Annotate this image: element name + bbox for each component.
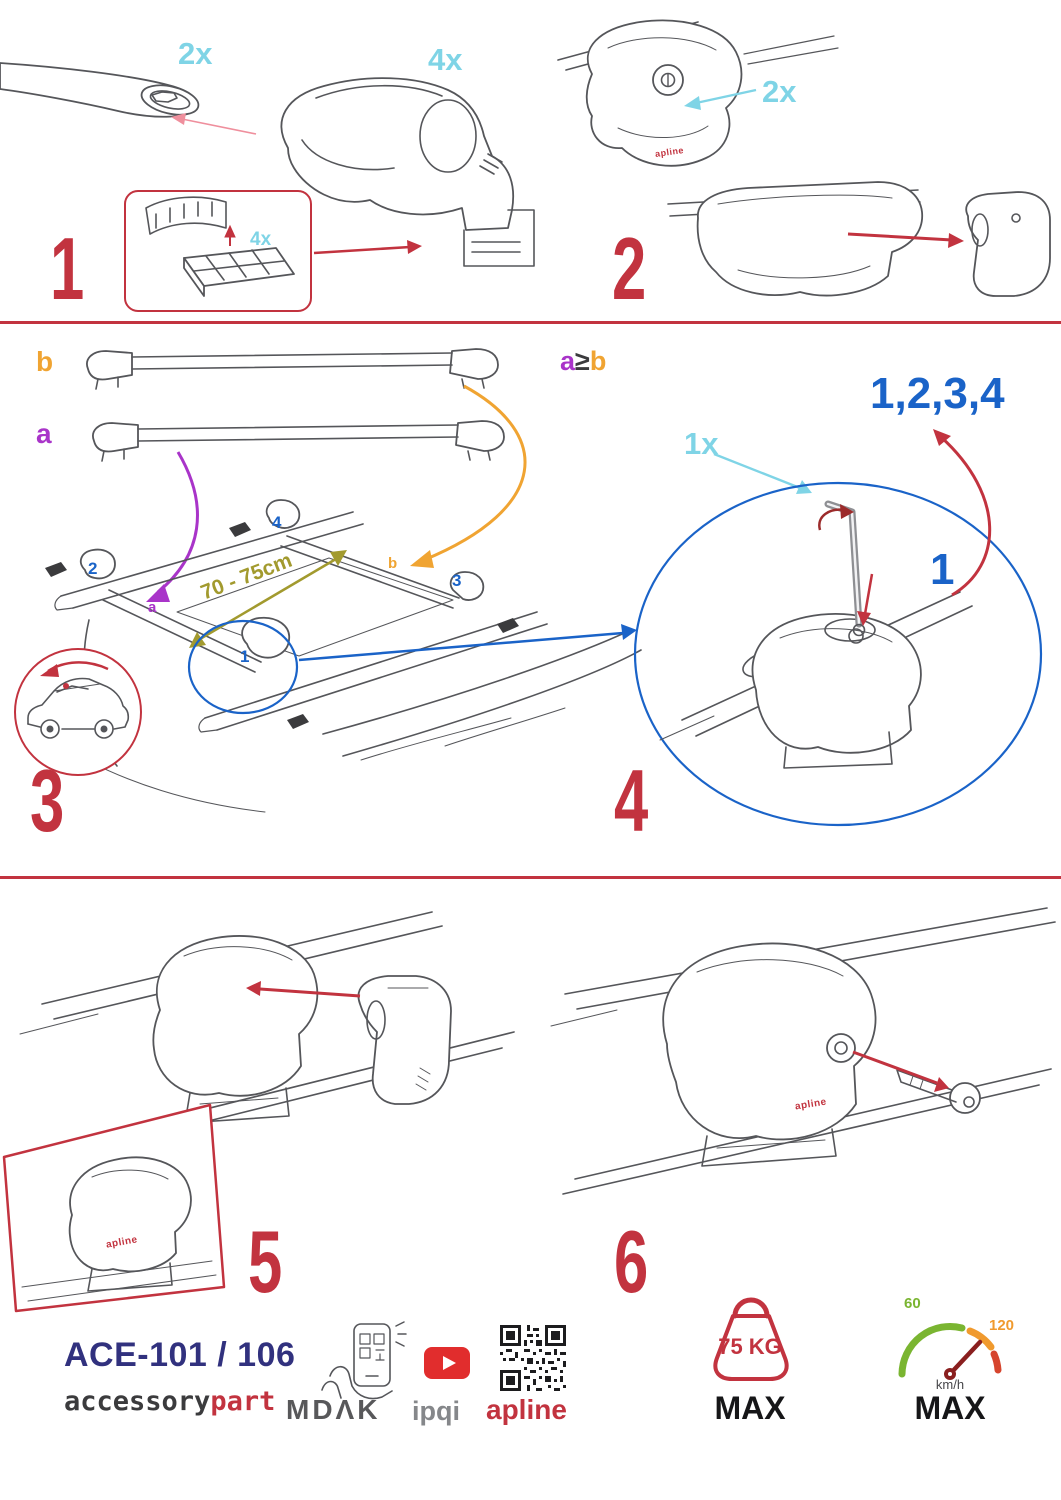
gauge-low-label: 60 [904, 1295, 921, 1312]
gauge-unit-label: km/h [935, 1377, 965, 1392]
tighten-down-arrow [857, 573, 874, 626]
roof-position-1: 1 [240, 647, 250, 666]
roof-bar-b-tag: b [388, 555, 398, 572]
forward-arrow [40, 661, 109, 677]
brand-accessory: accessory [64, 1386, 211, 1417]
rule-a: a [560, 346, 576, 376]
weight-limit-icon [713, 1297, 789, 1381]
tool-arrow [713, 452, 812, 494]
span-rule-label: a≥b [560, 348, 606, 375]
upper-foot-with-lock [557, 19, 839, 167]
car-direction-drawing [27, 661, 130, 739]
gauge-high-label: 120 [989, 1317, 1015, 1334]
apline-logo: apline [486, 1394, 567, 1425]
lock-qty-arrow [684, 88, 757, 110]
lower-foot-endcap [667, 181, 1051, 297]
finished-foot-inset [2, 1103, 226, 1313]
speed-limit-gauge-icon [898, 1322, 1002, 1380]
foot-clamp-drawing [280, 77, 535, 267]
zoom-foot-drawing [659, 591, 973, 769]
pad-qty-label: 4x [250, 229, 272, 250]
lock-assembly-drawing [557, 19, 1051, 297]
section-divider-2 [0, 876, 1061, 879]
section-divider-1 [0, 321, 1061, 324]
zoom-detail-drawing [633, 481, 1043, 827]
zoom-circle [633, 481, 1043, 827]
cover-install-drawing [19, 911, 515, 1161]
lock-cylinder-icon [652, 64, 684, 96]
key-insert-arrow [852, 1050, 949, 1092]
crossbar-qty-label: 2x [178, 36, 213, 71]
weight-limit-value: 75 KG [718, 1334, 782, 1359]
pad-to-foot-arrow [313, 240, 422, 255]
weight-max-label: MAX [714, 1390, 786, 1426]
car-direction-inset [14, 648, 142, 776]
pad-inset-box: 4x [124, 190, 312, 312]
roof-position-3: 3 [452, 571, 462, 590]
pad-inset-drawing [145, 196, 295, 297]
product-code: ACE-101 / 106 [64, 1336, 296, 1374]
foot-highlight-circle [187, 619, 299, 715]
roof-overview-drawing [45, 499, 642, 813]
step-5-number: 5 [248, 1212, 283, 1311]
span-dimension-arrow [189, 550, 347, 648]
bar-a-drawing [92, 420, 505, 462]
rubber-pad [183, 247, 295, 297]
bar-b-drawing [86, 348, 499, 390]
rule-operator: ≥ [575, 346, 590, 376]
bolt-icon [852, 623, 866, 637]
foot-qty-label: 4x [428, 42, 463, 77]
two-bars-drawing [86, 348, 505, 462]
ipqi-logo: ipqi [412, 1396, 460, 1426]
roof-bar-a-tag: a [148, 599, 157, 616]
sequence-arrow [933, 429, 992, 597]
youtube-icon [424, 1347, 470, 1379]
lock-icon [826, 1033, 856, 1063]
step-4-number: 4 [614, 751, 649, 850]
bar-position-dot [63, 683, 69, 689]
key-icon [896, 1069, 981, 1114]
allen-key-icon [824, 500, 863, 628]
step-6-number: 6 [614, 1212, 649, 1311]
gauge-needle [947, 1339, 983, 1377]
cover-arrow [246, 981, 361, 998]
mdak-logo: MDΛK [286, 1394, 381, 1425]
brand-part: part [210, 1386, 276, 1417]
step-1-number: 1 [50, 219, 85, 318]
bar-a-label: a [36, 418, 52, 449]
brand-wordmark: accessorypart [64, 1388, 275, 1415]
lock-qty-label: 2x [762, 74, 797, 109]
rail-clips [45, 522, 519, 729]
bar-b-label: b [36, 346, 54, 377]
car-roof-lines [54, 499, 642, 813]
tool-qty-label: 1x [684, 426, 719, 461]
step-2-number: 2 [612, 219, 647, 318]
rotate-arrow [818, 504, 854, 531]
pad-insert-arrow [224, 224, 236, 246]
scan-phone-icon [321, 1321, 407, 1400]
zoom-link-arrow [298, 624, 637, 662]
tighten-sequence-label: 1,2,3,4 [870, 369, 1005, 418]
gauge-max-label: MAX [914, 1390, 986, 1426]
bar-b-route-arrow [410, 384, 527, 568]
qr-code [500, 1325, 566, 1391]
roof-position-4: 4 [272, 513, 282, 532]
leader-arrow-pink [171, 113, 257, 135]
finished-foot-drawing [21, 1156, 217, 1302]
key-lock-drawing [550, 907, 1056, 1195]
crossbar-drawing [0, 62, 200, 118]
first-position-label: 1 [930, 545, 955, 594]
roof-position-2: 2 [88, 559, 98, 578]
rule-b: b [589, 346, 607, 376]
endcap-arrow [847, 232, 964, 248]
